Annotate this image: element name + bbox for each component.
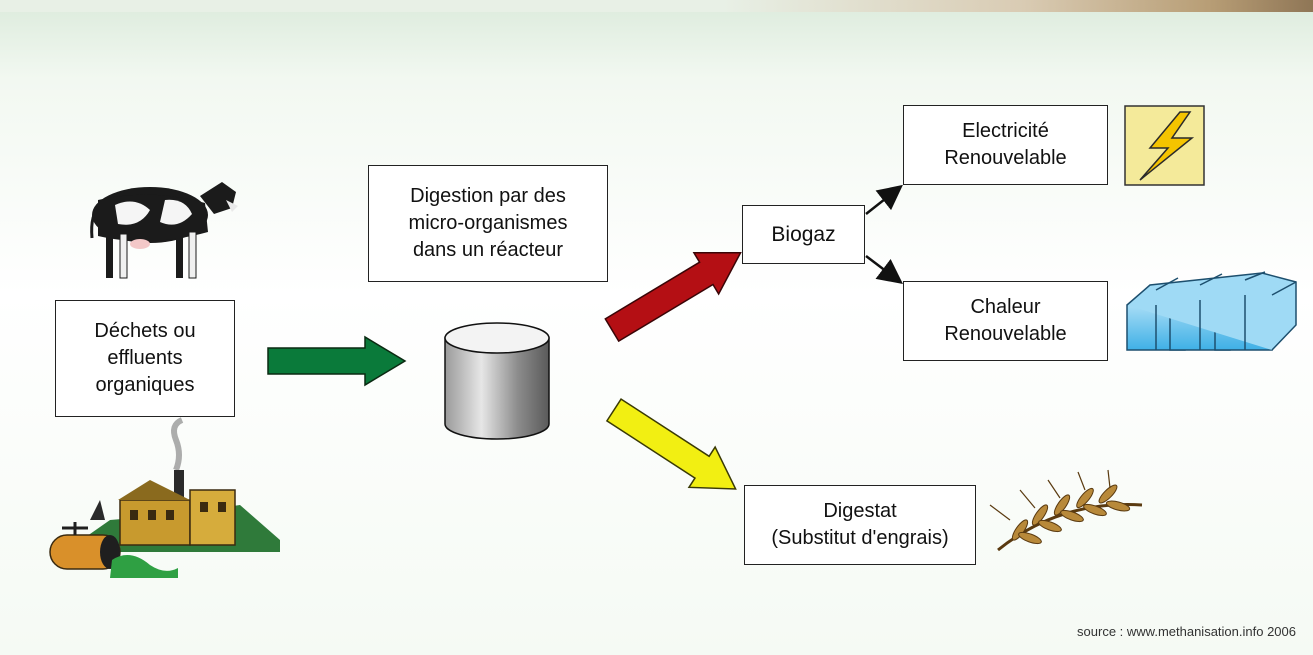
arrow-red xyxy=(604,251,742,343)
reactor-tank-icon xyxy=(444,322,550,440)
box-biogaz-label: Biogaz xyxy=(771,223,836,246)
header-band xyxy=(0,0,1313,12)
box-digestion: Digestion par des micro-organismes dans … xyxy=(368,165,608,282)
cow-icon xyxy=(90,182,238,279)
box-chaleur-label: Chaleur Renouvelable xyxy=(944,296,1067,345)
arrow-yellow xyxy=(605,398,737,490)
box-dechets: Déchets ou effluents organiques xyxy=(55,300,235,417)
box-biogaz: Biogaz xyxy=(742,205,865,264)
source-credit: source : www.methanisation.info 2006 xyxy=(1077,624,1296,639)
arrow-biogaz-electricite xyxy=(865,184,903,215)
arrow-green xyxy=(267,335,407,387)
box-dechets-label: Déchets ou effluents organiques xyxy=(94,320,196,396)
box-chaleur: Chaleur Renouvelable xyxy=(903,281,1108,361)
lightning-icon xyxy=(1124,105,1205,186)
box-digestat-label: Digestat (Substitut d'engrais) xyxy=(771,500,949,549)
greenhouse-icon xyxy=(1126,271,1297,351)
box-digestat: Digestat (Substitut d'engrais) xyxy=(744,485,976,565)
wheat-icon xyxy=(989,469,1143,552)
box-digestion-label: Digestion par des micro-organismes dans … xyxy=(408,185,568,261)
box-electricite: Electricité Renouvelable xyxy=(903,105,1108,185)
box-electricite-label: Electricité Renouvelable xyxy=(944,120,1067,169)
factory-icon xyxy=(49,417,280,578)
arrow-biogaz-chaleur xyxy=(865,255,903,285)
